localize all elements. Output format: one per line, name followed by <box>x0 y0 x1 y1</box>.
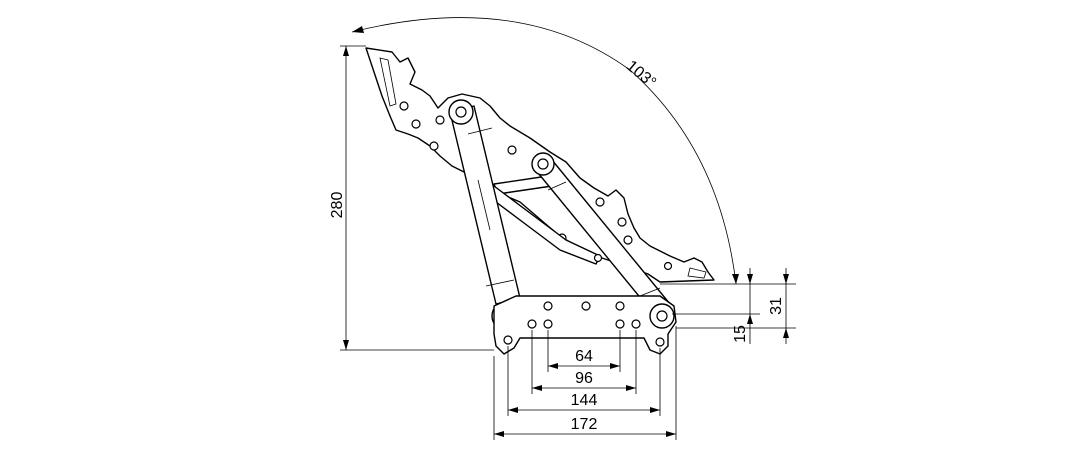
dimension-label-31: 31 <box>768 297 785 315</box>
dimension-label-64: 64 <box>575 348 593 365</box>
dimension-96: 96 <box>531 330 637 394</box>
dimension-label-15: 15 <box>732 325 749 343</box>
dimension-label-144: 144 <box>571 392 598 409</box>
dimension-label-280: 280 <box>329 192 346 219</box>
linkage-arms <box>487 175 603 265</box>
dimension-31: 31 <box>660 268 796 344</box>
dimension-label-96: 96 <box>575 370 593 387</box>
dimension-label-103: 103° <box>623 57 659 91</box>
dimension-144: 144 <box>507 346 661 416</box>
dimension-280: 280 <box>329 45 494 351</box>
base-plate <box>493 295 677 355</box>
dimension-15: 15 <box>672 268 760 344</box>
dimension-label-172: 172 <box>571 416 598 433</box>
dimension-64: 64 <box>547 330 621 372</box>
dimension-172: 172 <box>493 326 677 440</box>
